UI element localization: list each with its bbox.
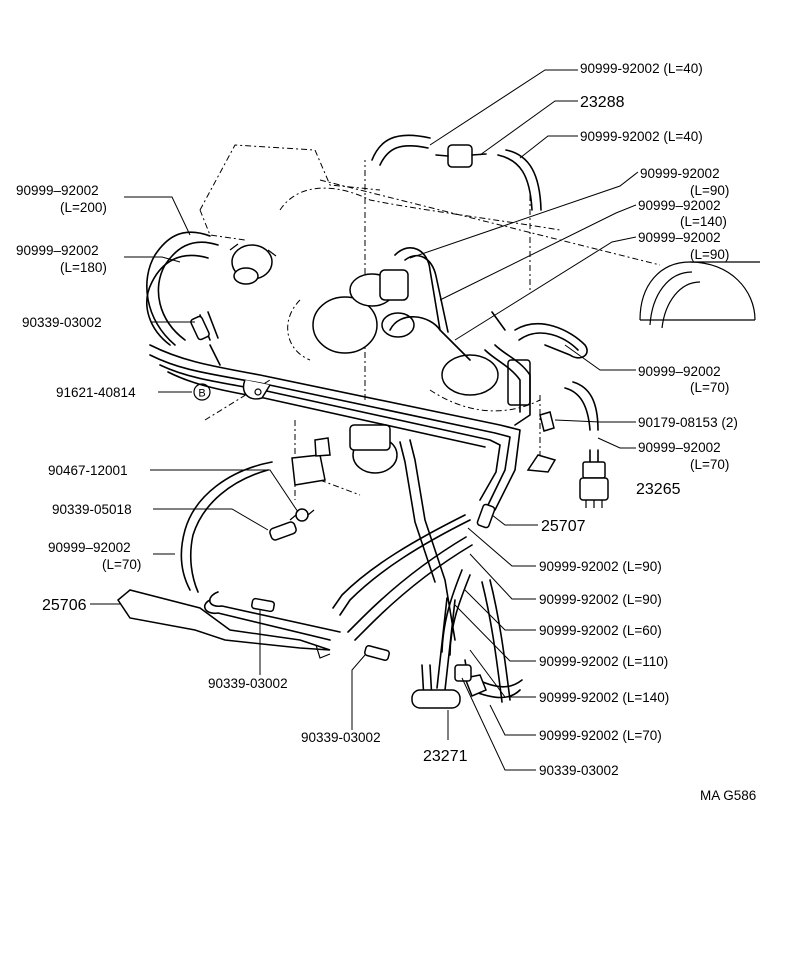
label-l05b: (L=140): [680, 214, 727, 229]
central-valve-cluster: [291, 269, 531, 486]
check-valve-23288: [447, 144, 473, 168]
label-l11a: 90999–92002: [638, 364, 721, 379]
label-l01: 90999-92002 (L=40): [580, 61, 703, 76]
label-l06a: 90999–92002: [638, 230, 721, 245]
top-hose-assembly: [371, 134, 542, 211]
label-l28: 23271: [423, 748, 468, 765]
central-upper-hoses: [389, 247, 599, 431]
label-l10: 91621-40814: [56, 385, 136, 400]
label-l13b: (L=70): [690, 457, 729, 472]
label-l18b: (L=70): [102, 557, 141, 572]
label-l12: 90179-08153 (2): [638, 415, 738, 430]
label-l22: 90999-92002 (L=60): [539, 623, 662, 638]
label-l05a: 90999–92002: [638, 198, 721, 213]
label-l14: 90467-12001: [48, 463, 128, 478]
label-l08a: 90999–92002: [16, 243, 99, 258]
upper-left-valve: [229, 243, 277, 285]
label-l21: 90999-92002 (L=90): [539, 592, 662, 607]
valve-23271: [411, 664, 487, 709]
label-l24: 90999-92002 (L=110): [539, 654, 668, 669]
upper-left-hoses: [146, 231, 221, 366]
label-l29: 90339-03002: [539, 763, 619, 778]
label-l09: 90339-03002: [22, 315, 102, 330]
label-l07a: 90999–92002: [16, 183, 99, 198]
label-l27: 90999-92002 (L=70): [539, 728, 662, 743]
label-l23: 90339-03002: [208, 676, 288, 691]
vacuum-switch-23265: [579, 477, 609, 501]
engine-phantom-outline: [199, 144, 661, 500]
marker-b: B: [193, 383, 211, 401]
clip-90179: [539, 411, 555, 432]
lower-hoses: [180, 439, 523, 703]
label-l20: 25706: [42, 597, 87, 614]
diagram-code: MA G586: [700, 788, 756, 803]
label-l25: 90339-03002: [301, 730, 381, 745]
vsv-23271: [411, 689, 461, 709]
label-l02: 23288: [580, 94, 625, 111]
label-l16: 90339-05018: [52, 502, 132, 517]
label-l06b: (L=90): [690, 247, 729, 262]
leader-lines: [90, 69, 639, 771]
label-l19: 90999-92002 (L=90): [539, 559, 662, 574]
label-l04b: (L=90): [690, 183, 729, 198]
marker-b-label: B: [198, 388, 205, 400]
label-l15: 23265: [636, 481, 681, 498]
label-l17: 25707: [541, 518, 586, 535]
label-l13a: 90999–92002: [638, 440, 721, 455]
label-l04a: 90999-92002: [640, 166, 720, 181]
label-l26: 90999-92002 (L=140): [539, 690, 669, 705]
part-labels: 90999-92002 (L=40) 23288 90999-92002 (L=…: [16, 61, 756, 803]
label-l07b: (L=200): [60, 200, 107, 215]
label-l08b: (L=180): [60, 260, 107, 275]
right-valve-assembly: [526, 411, 609, 508]
air-cleaner-housing: [639, 261, 760, 329]
label-l18a: 90999–92002: [48, 540, 131, 555]
label-l03: 90999-92002 (L=40): [580, 129, 703, 144]
vacuum-pipe-bundle: [149, 344, 531, 511]
bracket-25706: [117, 521, 390, 662]
label-l11b: (L=70): [690, 380, 729, 395]
